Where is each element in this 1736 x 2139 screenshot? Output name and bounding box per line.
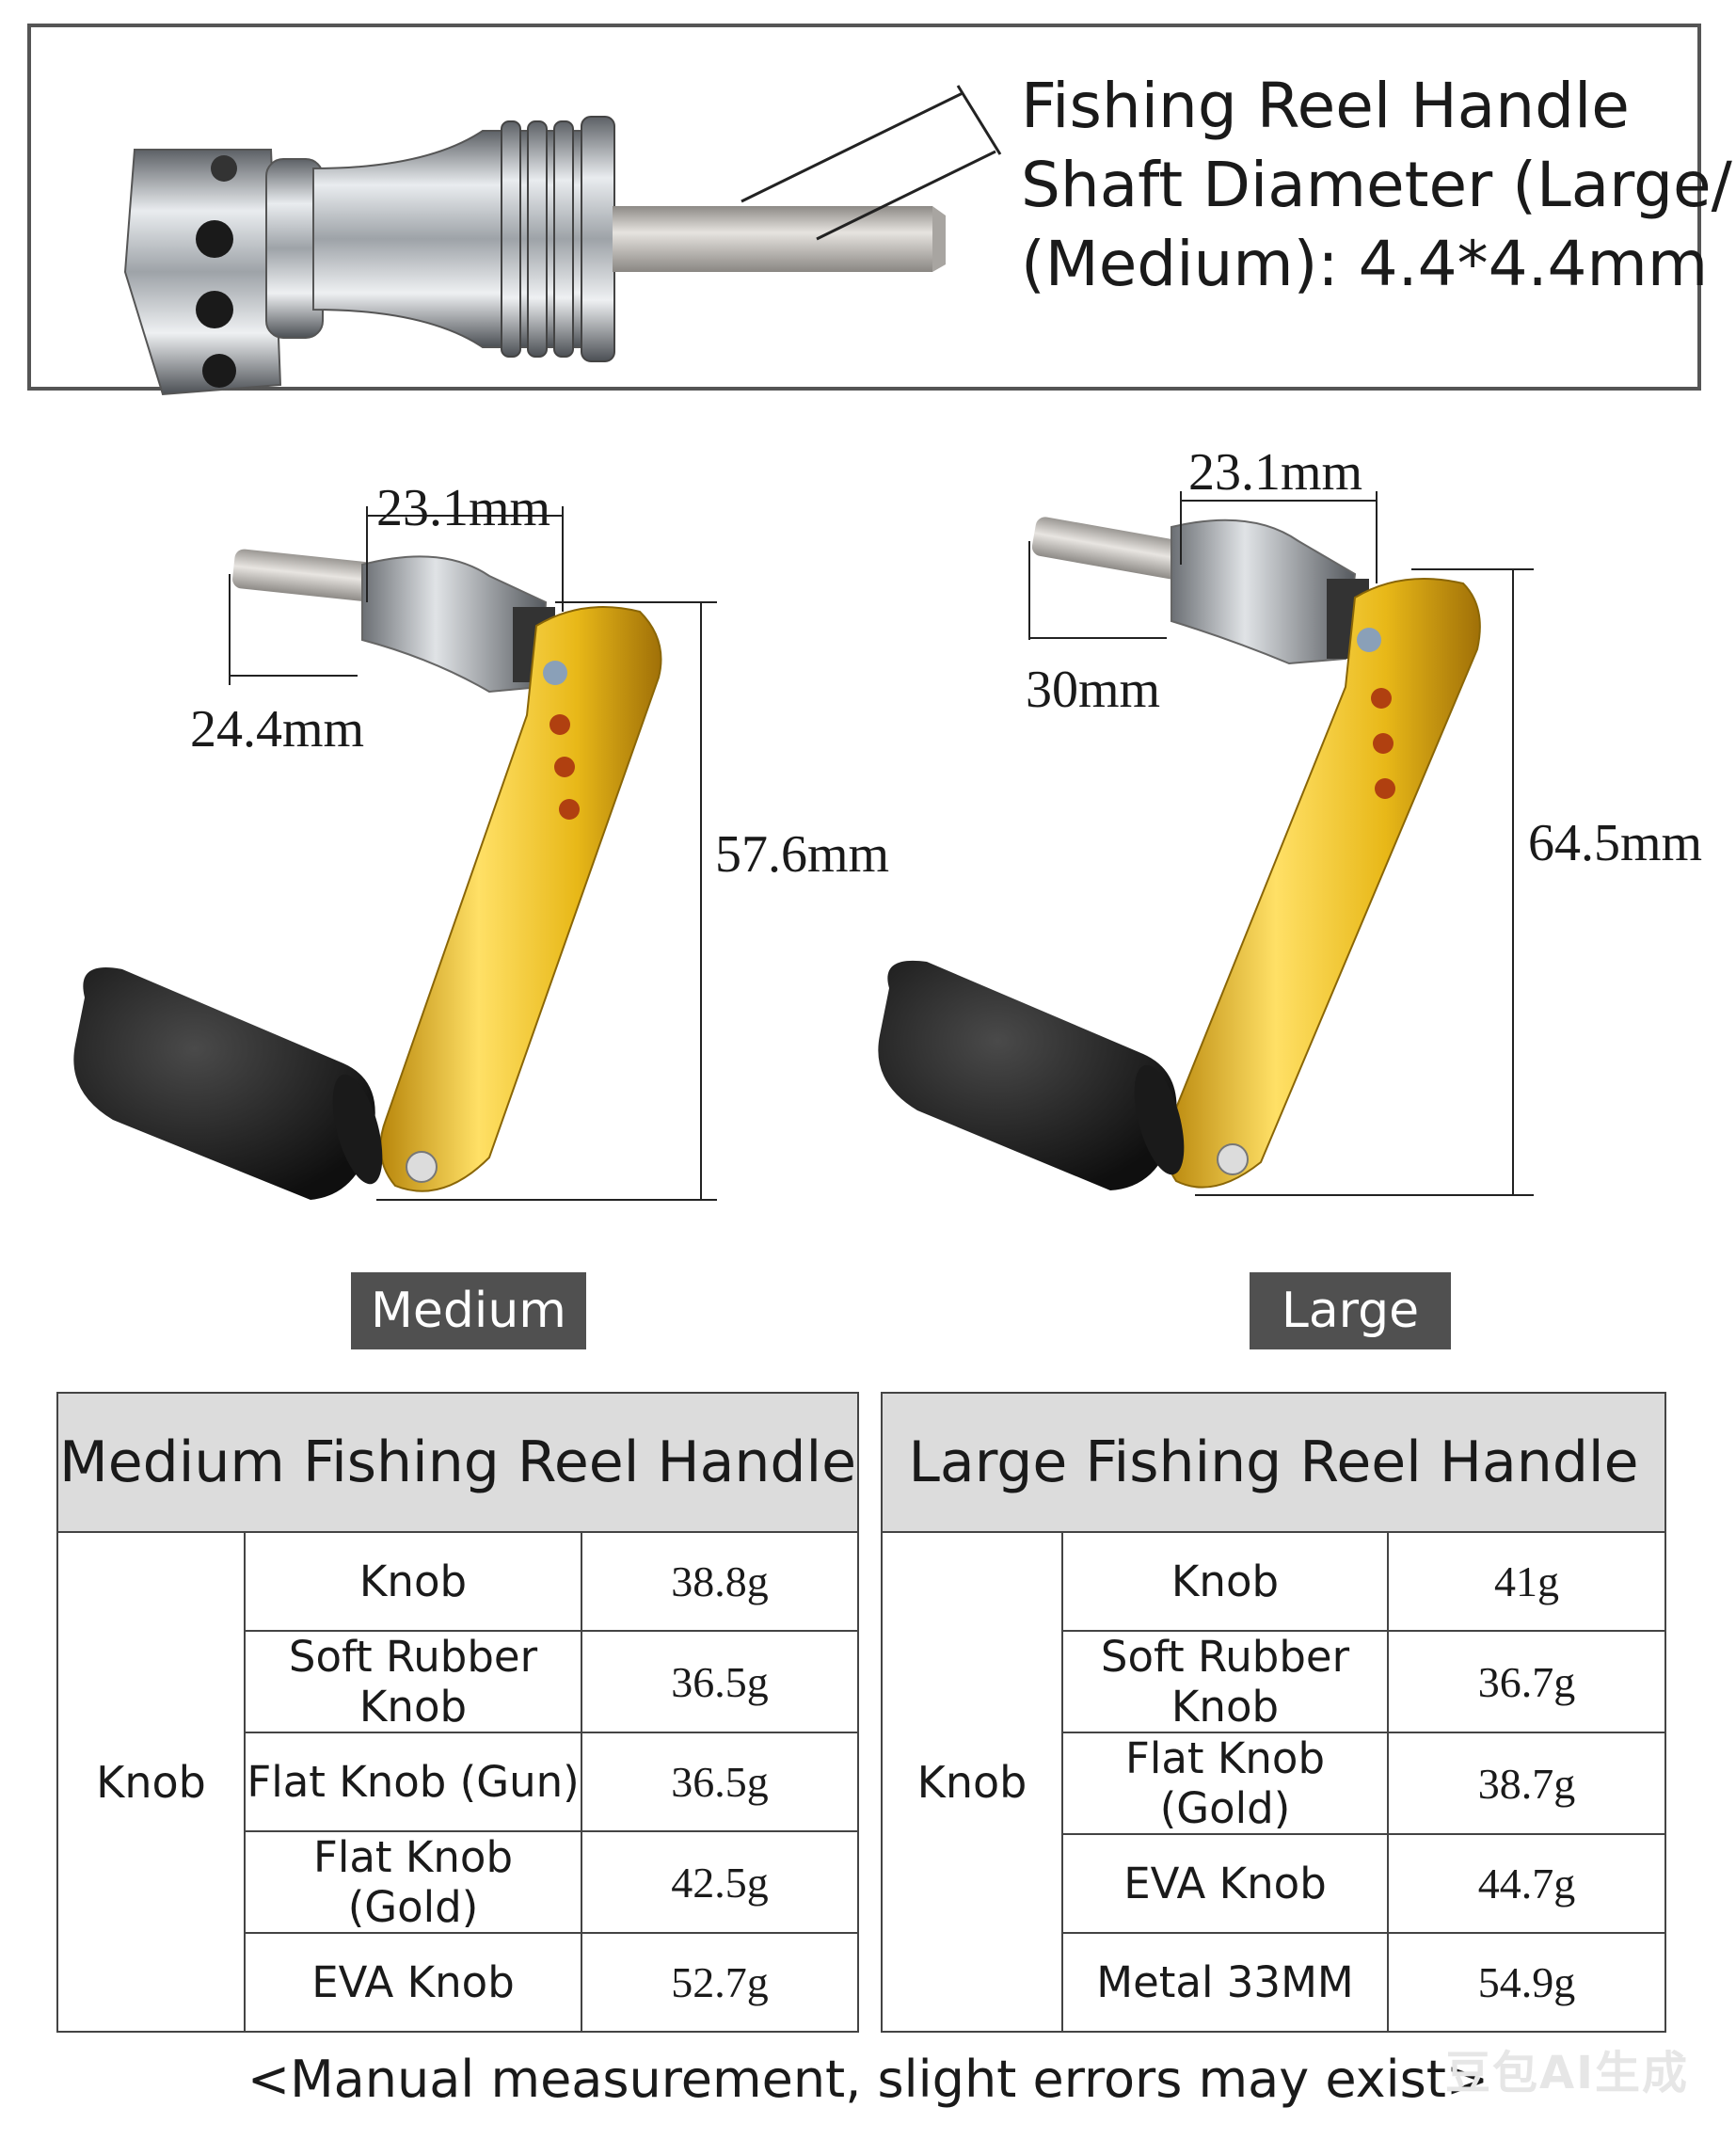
large-table-title: Large Fishing Reel Handle (880, 1392, 1667, 1533)
knob-name-cell: Knob (1061, 1531, 1389, 1632)
large-size-badge: Large (1250, 1272, 1451, 1349)
knob-name-cell: Soft Rubber Knob (244, 1630, 582, 1733)
knob-weight-cell: 38.8g (581, 1531, 859, 1632)
table-row: Knob Knob 38.8g (56, 1531, 859, 2033)
medium-handle-drawing (73, 506, 717, 1201)
measurement-disclaimer: <Manual measurement, slight errors may e… (247, 2050, 1489, 2109)
shaft-closeup-image (123, 85, 1002, 396)
knob-weight-cell: 36.5g (581, 1732, 859, 1832)
large-weight-table: Large Fishing Reel Handle Knob Knob 41g … (880, 1392, 1667, 2033)
banner-line-3: (Medium): 4.4*4.4mm (1021, 228, 1709, 300)
medium-width-label: 23.1mm (376, 479, 551, 537)
medium-shaft-length-label: 24.4mm (190, 700, 365, 758)
table-row: EVA Knob 52.7g (57, 1932, 859, 2033)
shaft-diameter-banner: Fishing Reel Handle Shaft Diameter (Larg… (27, 24, 1732, 396)
medium-height-label: 57.6mm (715, 825, 890, 884)
knob-weight-cell: 52.7g (581, 1932, 859, 2033)
knob-name-cell: EVA Knob (244, 1932, 582, 2033)
table-row: Flat Knob (Gold) 38.7g (882, 1732, 1667, 1835)
large-handle-drawing (878, 491, 1534, 1196)
table-row: Soft Rubber Knob 36.7g (882, 1630, 1667, 1733)
medium-category-cell: Knob (56, 1531, 246, 2033)
knob-weight-cell: 36.7g (1386, 1630, 1667, 1733)
knob-name-cell: Flat Knob (Gun) (244, 1732, 582, 1832)
table-row: Knob Knob 41g (881, 1531, 1667, 2033)
medium-size-badge: Medium (351, 1272, 586, 1349)
medium-weight-table: Medium Fishing Reel Handle Knob Knob 38.… (56, 1392, 859, 2033)
table-row: Metal 33MM 54.9g (882, 1932, 1667, 2033)
banner-line-2: Shaft Diameter (Large/ (1021, 149, 1732, 221)
large-width-label: 23.1mm (1188, 443, 1363, 502)
table-row: Flat Knob (Gun) 36.5g (57, 1732, 859, 1832)
knob-weight-cell: 38.7g (1386, 1732, 1667, 1835)
handle-dimension-illustrations (73, 491, 1534, 1201)
knob-name-cell: EVA Knob (1061, 1833, 1389, 1934)
table-row: Soft Rubber Knob 36.5g (57, 1630, 859, 1733)
banner-line-1: Fishing Reel Handle (1021, 70, 1630, 142)
table-row: EVA Knob 44.7g (882, 1833, 1667, 1934)
ai-generated-watermark: 豆包AI生成 (1445, 2047, 1690, 2099)
knob-name-cell: Flat Knob (Gold) (244, 1830, 582, 1934)
large-shaft-length-label: 30mm (1026, 661, 1161, 719)
large-category-cell: Knob (881, 1531, 1063, 2033)
table-row: Flat Knob (Gold) 42.5g (57, 1830, 859, 1934)
knob-weight-cell: 44.7g (1386, 1833, 1667, 1934)
knob-name-cell: Soft Rubber Knob (1061, 1630, 1389, 1733)
knob-weight-cell: 41g (1386, 1531, 1667, 1632)
knob-weight-cell: 54.9g (1386, 1932, 1667, 2033)
shaft-diameter-text: Fishing Reel Handle Shaft Diameter (Larg… (1021, 67, 1732, 304)
knob-name-cell: Metal 33MM (1061, 1932, 1389, 2033)
knob-weight-cell: 36.5g (581, 1630, 859, 1733)
knob-name-cell: Flat Knob (Gold) (1061, 1732, 1389, 1835)
knob-weight-cell: 42.5g (581, 1830, 859, 1934)
knob-name-cell: Knob (244, 1531, 582, 1632)
large-height-label: 64.5mm (1528, 814, 1703, 872)
medium-table-title: Medium Fishing Reel Handle (56, 1392, 859, 1533)
